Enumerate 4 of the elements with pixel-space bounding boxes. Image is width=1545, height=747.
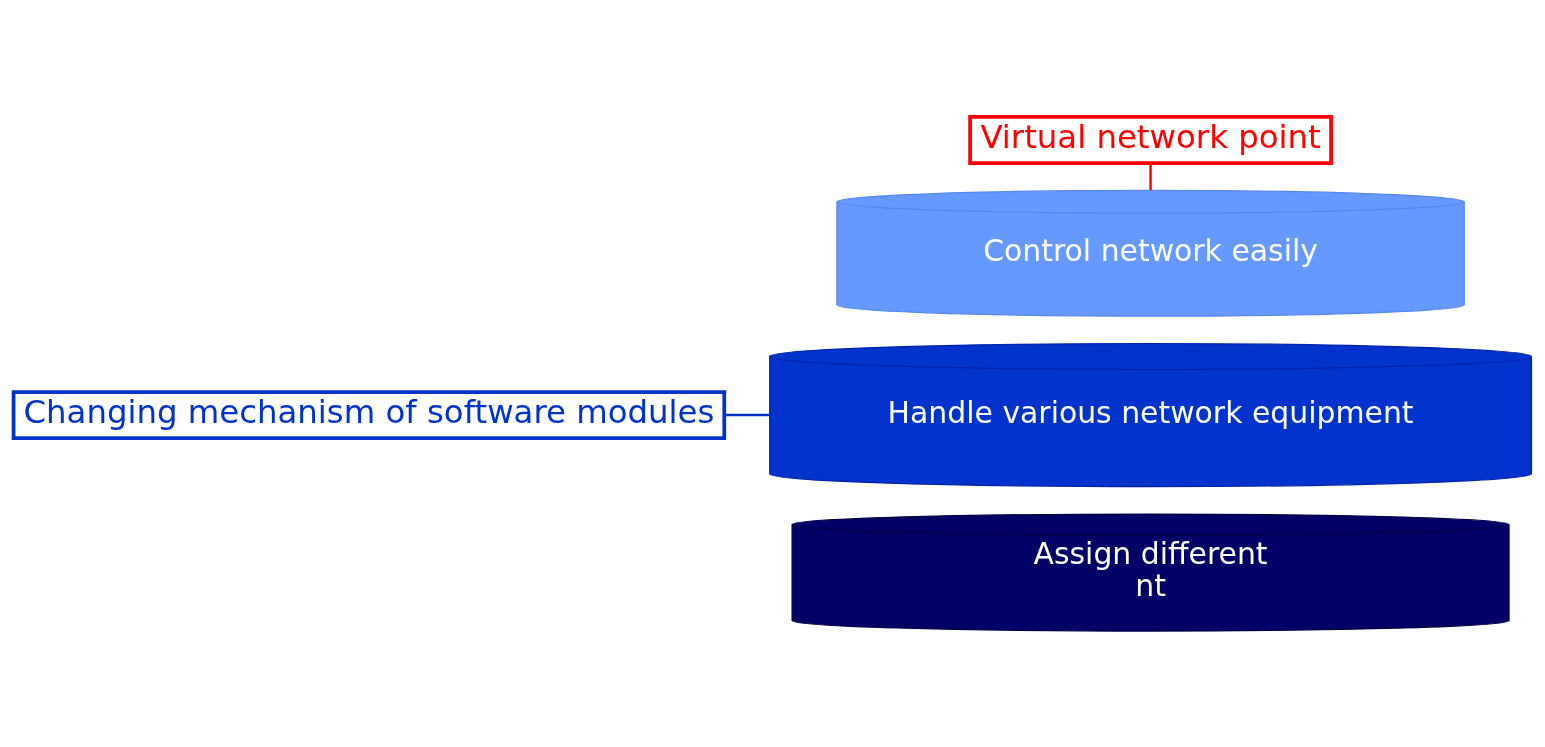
- connector: [1149, 162, 1152, 190]
- node-box: Virtual network point: [968, 114, 1333, 165]
- node-box: Changing mechanism of software modules: [11, 389, 727, 440]
- connector: [724, 413, 770, 416]
